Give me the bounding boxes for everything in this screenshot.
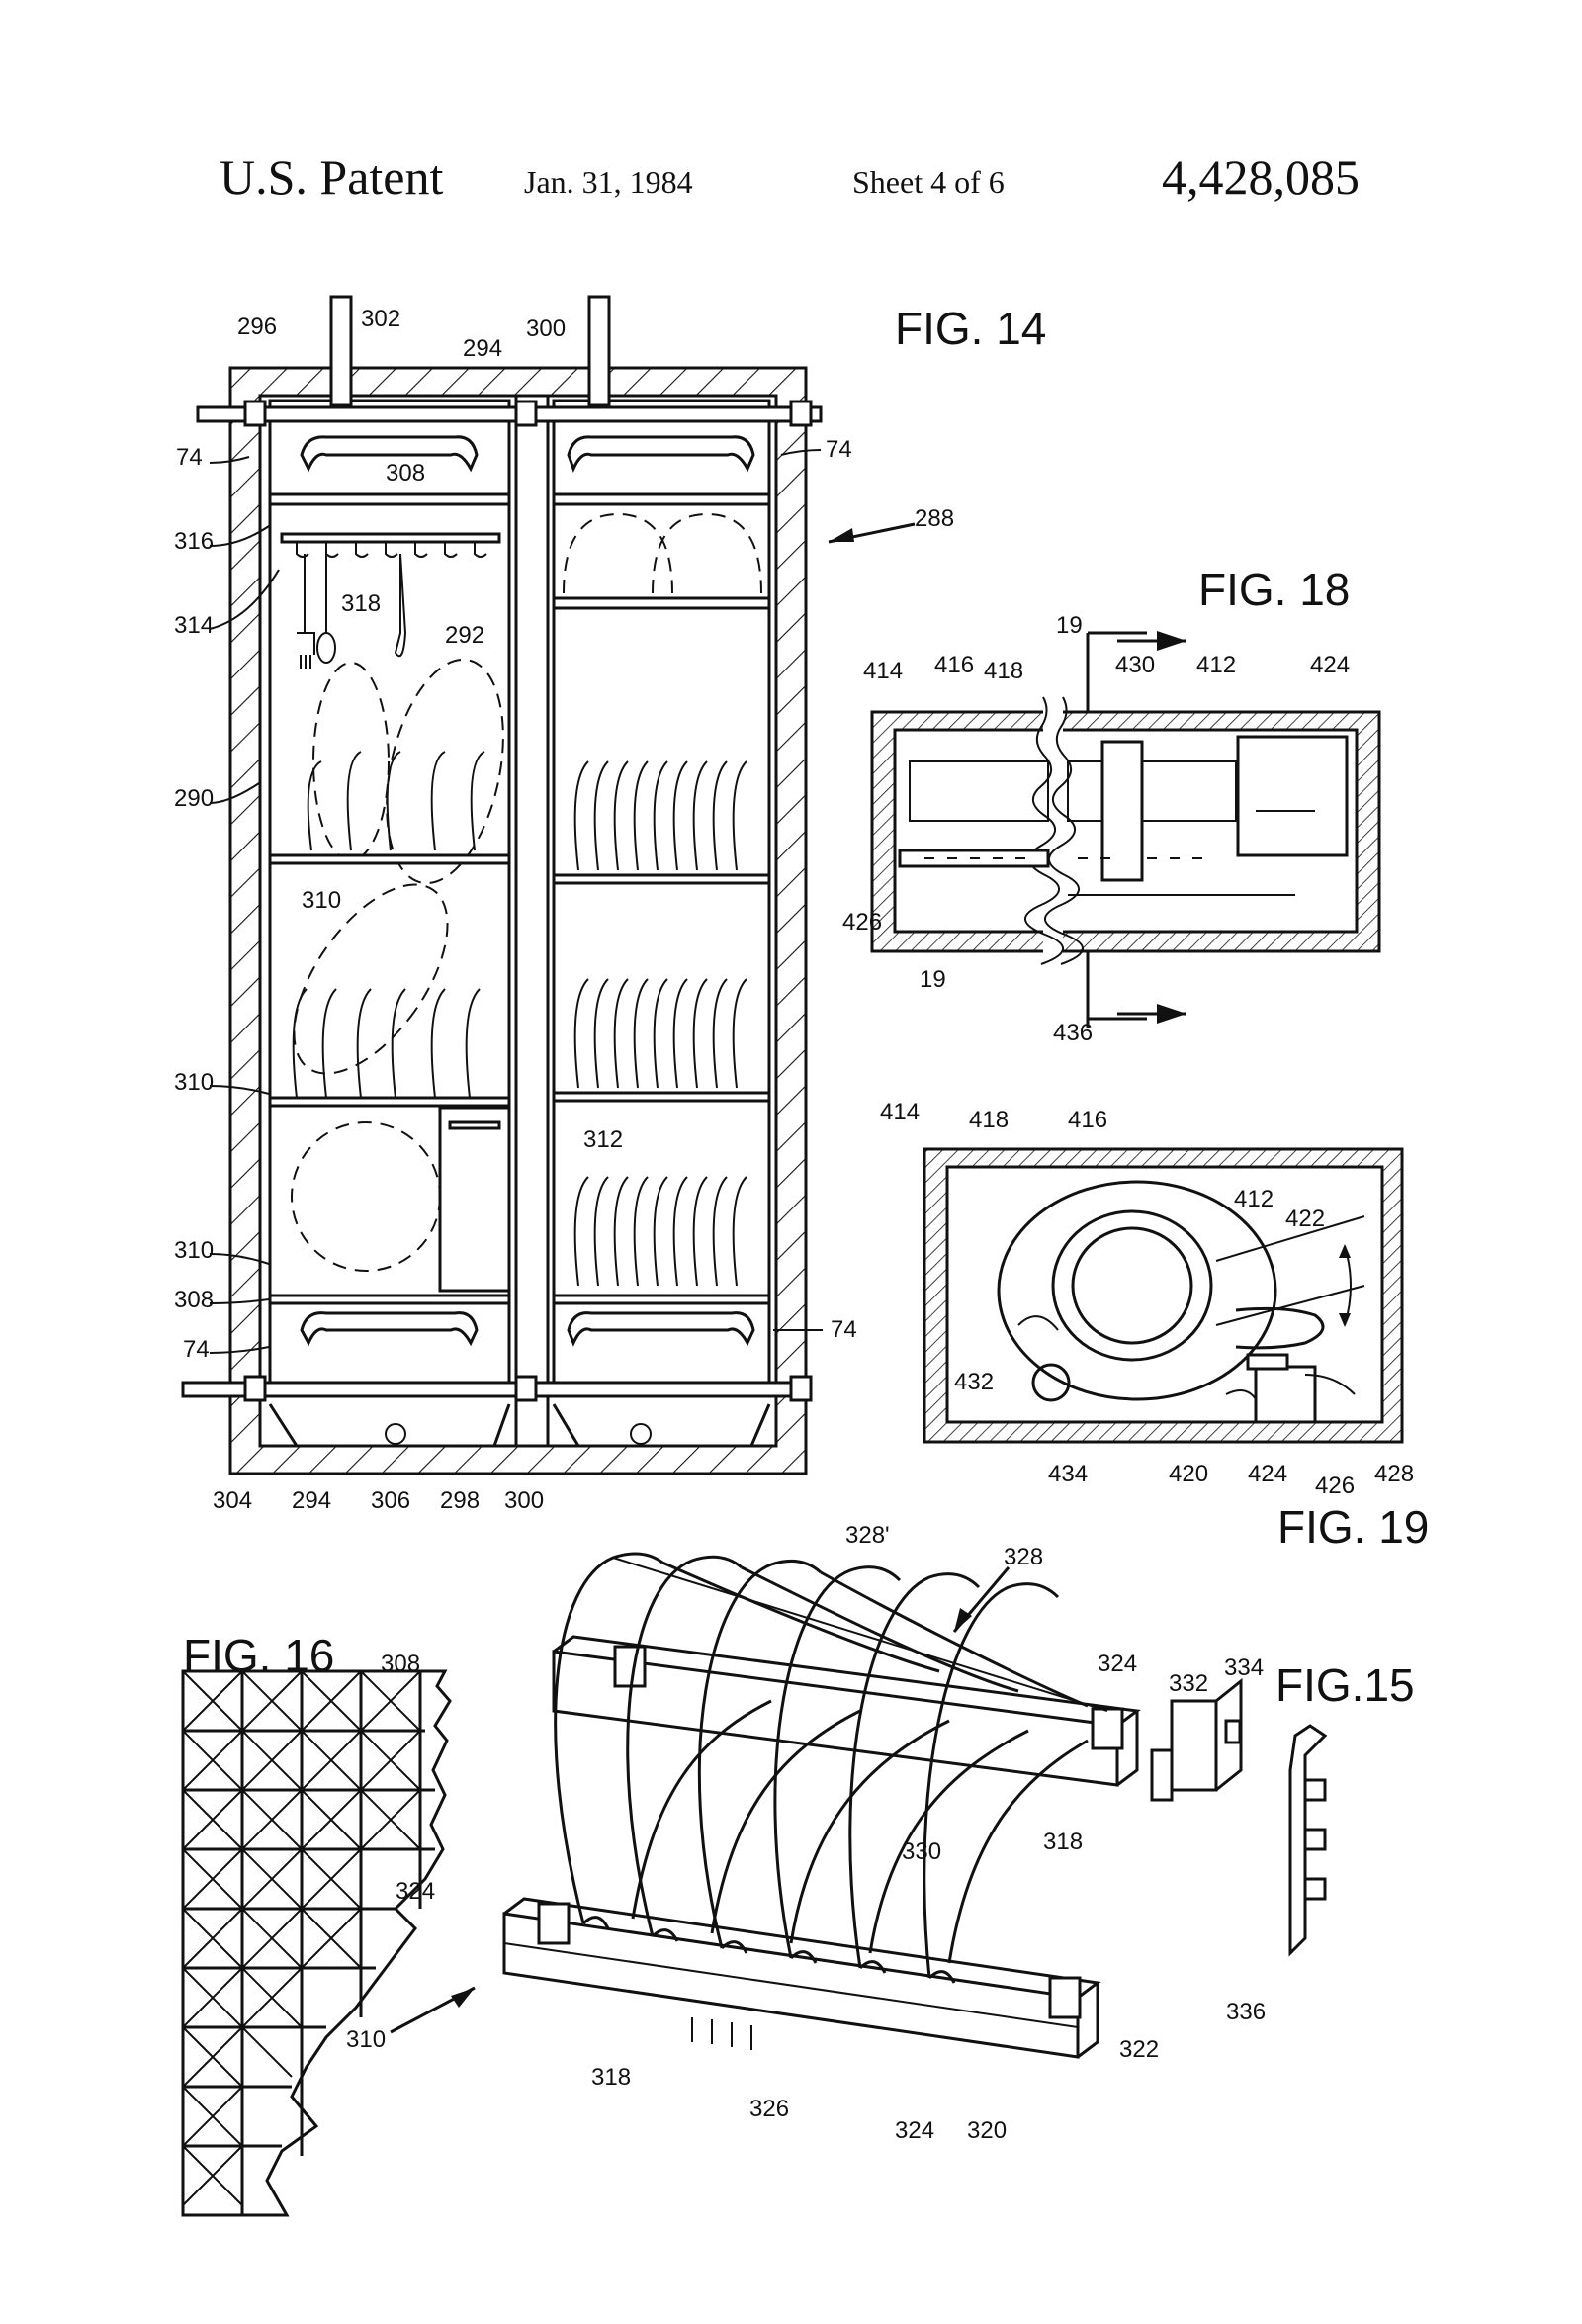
fig15-ref-318: 318	[1043, 1829, 1083, 1855]
fig15-ref-324-c: 324	[895, 2117, 934, 2144]
fig19-ref-416: 416	[1068, 1107, 1107, 1133]
fig19-ref-432: 432	[954, 1369, 994, 1395]
fig18-ref-424: 426	[842, 909, 882, 936]
fig19-ref-434: 434	[1048, 1461, 1088, 1487]
fig15-ref-310: 310	[346, 2026, 386, 2053]
fig14-ref-298: 298	[440, 1487, 480, 1514]
fig19-ref-426: 426	[1315, 1473, 1355, 1499]
fig14-ref-288: 288	[915, 505, 954, 532]
fig14-ref-308-b: 308	[174, 1287, 214, 1313]
fig14-ref-304: 304	[213, 1487, 252, 1514]
fig14-drawing: 296 302 294 300 74 74 308 316 288 314 31…	[174, 295, 954, 1514]
fig15-ref-322: 322	[1119, 2036, 1159, 2063]
fig19-ref-412: 412	[1234, 1186, 1274, 1212]
fig14-ref-312: 312	[583, 1126, 623, 1153]
fig15-ref-328-prime: 328'	[845, 1522, 890, 1549]
fig15-ref-326: 326	[749, 2096, 789, 2122]
fig19-ref-420: 420	[1169, 1461, 1208, 1487]
fig18-ref-430: 412	[1196, 652, 1236, 678]
patent-label: U.S. Patent	[220, 149, 444, 205]
fig18-ref-19-b: 436	[1053, 1020, 1093, 1046]
fig18-ref-19: 19	[1056, 612, 1083, 639]
fig14-ref-74-c: 74	[183, 1336, 210, 1363]
fig19-ref-418: 418	[969, 1107, 1009, 1133]
fig16-ref-308: 308	[381, 1651, 420, 1677]
fig15-ref-328: 328	[1004, 1544, 1043, 1570]
fig16-drawing: 308	[181, 1651, 452, 2217]
fig14-ref-308: 308	[386, 460, 425, 487]
fig14-ref-294-b: 294	[292, 1487, 331, 1514]
fig19-ref-424: 424	[1248, 1461, 1287, 1487]
fig14-ref-74: 74	[176, 444, 203, 471]
fig14-ref-314: 314	[174, 612, 214, 639]
fig15-ref-330: 330	[902, 1838, 941, 1865]
fig14-ref-294: 294	[463, 335, 502, 362]
fig14-ref-290: 290	[174, 785, 214, 812]
fig15-ref-318-b: 318	[591, 2064, 631, 2091]
fig14-ref-318: 318	[341, 590, 381, 617]
fig14-ref-306: 306	[371, 1487, 410, 1514]
fig14-ref-302: 302	[361, 306, 400, 332]
fig19-ref-414: 414	[880, 1099, 920, 1125]
fig15-ref-324: 324	[1098, 1651, 1137, 1677]
fig15-drawing: 328' 328 324 332 334 318 330 324 310 326…	[346, 1522, 1328, 2144]
fig15-ref-320: 320	[967, 2117, 1007, 2144]
fig18-ref-416: 418	[984, 658, 1023, 684]
fig18-label: FIG. 18	[1198, 564, 1350, 615]
fig14-ref-300-b: 300	[504, 1487, 544, 1514]
fig15-ref-324-b: 324	[396, 1878, 435, 1905]
fig14-ref-74-d: 74	[831, 1316, 857, 1343]
fig14-ref-74-b: 74	[826, 436, 852, 463]
fig16-label: FIG. 16	[183, 1630, 334, 1681]
fig14-ref-300: 300	[526, 315, 566, 342]
fig18-ref-414: 416	[934, 652, 974, 678]
fig19-ref-422: 422	[1285, 1206, 1325, 1232]
fig15-ref-334: 334	[1224, 1654, 1264, 1681]
fig18-ref-418: 430	[1115, 652, 1155, 678]
patent-date: Jan. 31, 1984	[524, 164, 693, 200]
fig14-ref-310-c: 310	[174, 1237, 214, 1264]
sheet-number: Sheet 4 of 6	[852, 164, 1005, 200]
fig15-label: FIG.15	[1275, 1659, 1415, 1711]
patent-number: 4,428,085	[1162, 149, 1360, 205]
fig19-ref-428: 428	[1374, 1461, 1414, 1487]
fig14-ref-292: 292	[445, 622, 484, 649]
fig19-label: FIG. 19	[1277, 1501, 1429, 1553]
fig18-ref-426: 19	[920, 966, 946, 993]
fig14-label: FIG. 14	[895, 303, 1046, 354]
fig18-ref-412: 424	[1310, 652, 1350, 678]
fig14-ref-316: 316	[174, 528, 214, 555]
fig14-ref-296: 296	[237, 313, 277, 340]
fig14-ref-310-b: 310	[174, 1069, 214, 1096]
fig15-ref-332: 332	[1169, 1670, 1208, 1697]
fig19-drawing: 414 418 416 412 422 432 434 420 424 426 …	[880, 1099, 1414, 1499]
fig18-ref-436: 414	[863, 658, 903, 684]
fig14-ref-310: 310	[302, 887, 341, 914]
fig18-drawing: 19 436 414 416 418 430 412 424 426 19	[842, 612, 1381, 1046]
fig15-ref-336: 336	[1226, 1999, 1266, 2025]
